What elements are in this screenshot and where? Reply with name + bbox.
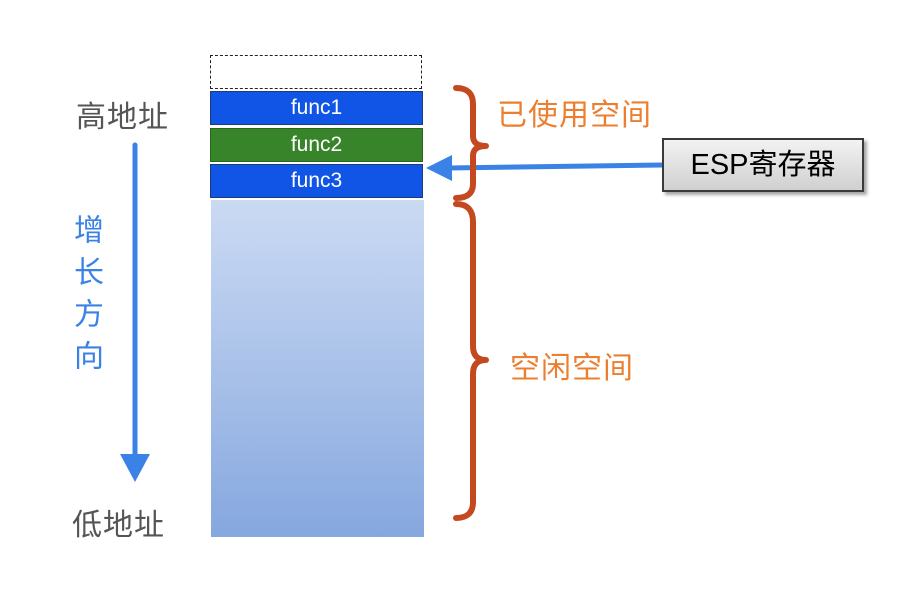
stack-frame-func3: func3	[210, 164, 423, 198]
used-space-brace	[453, 85, 489, 201]
free-space-block	[211, 200, 424, 537]
high-address-label: 高地址	[76, 100, 169, 135]
low-address-label: 低地址	[72, 508, 165, 543]
free-space-brace	[453, 201, 489, 521]
stack-frame-func1: func1	[210, 91, 423, 125]
growth-direction-arrow	[120, 142, 150, 482]
stack-top-empty-slot	[210, 55, 422, 89]
esp-register-box: ESP寄存器	[662, 138, 864, 192]
growth-direction-label: 增长方向	[68, 214, 103, 382]
free-space-label: 空闲空间	[510, 351, 634, 386]
used-space-label: 已使用空间	[497, 98, 652, 133]
stack-frame-func2: func2	[210, 128, 423, 162]
esp-pointer-arrow	[426, 155, 663, 181]
